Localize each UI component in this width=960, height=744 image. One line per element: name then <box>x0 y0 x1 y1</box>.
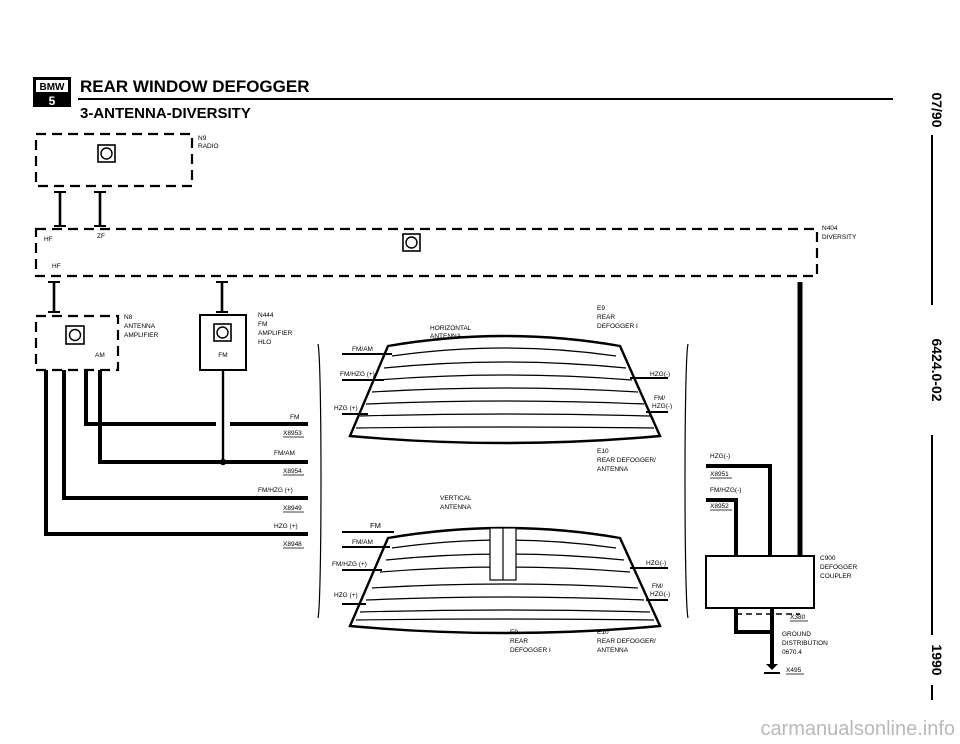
top-fmhzg: FM/HZG (+) <box>340 371 375 378</box>
bmw-logo: BMW 5 <box>33 77 71 108</box>
e9-top-name2: DEFOGGER I <box>597 323 638 330</box>
bottom-fmam: FM/AM <box>352 539 373 546</box>
ground-ref: 0670.4 <box>782 649 802 656</box>
amp-am: AM <box>95 352 105 359</box>
ground-name2: DISTRIBUTION <box>782 640 828 647</box>
diversity-name: DIVERSITY <box>822 234 857 241</box>
rear-window-top: FM/AM FM/HZG (+) HZG (+) HZG(-) FM/ HZG(… <box>334 334 672 445</box>
coupler-code: C900 <box>820 555 836 562</box>
x495-code: X495 <box>786 667 802 674</box>
e9-bottom-code: E9 <box>510 629 518 636</box>
x8952-code: X8952 <box>710 503 729 510</box>
e10-bottom-name2: ANTENNA <box>597 647 629 654</box>
x8949-label: FM/HZG (+) <box>258 487 293 494</box>
bottom-hzgp: HZG (+) <box>334 592 358 599</box>
top-fmhzgm: HZG(-) <box>652 403 672 410</box>
page-subtitle: 3-ANTENNA-DIVERSITY <box>80 105 251 122</box>
diversity-cables <box>48 281 803 556</box>
page-title: REAR WINDOW DEFOGGER <box>80 77 310 96</box>
diversity-n404: HF ZF HF N404 DIVERSITY <box>34 225 857 278</box>
diversity-code: N404 <box>822 225 838 232</box>
e9-bottom-name2: DEFOGGER I <box>510 647 551 654</box>
logo-series: 5 <box>49 94 56 108</box>
amp-code: N8 <box>124 314 133 321</box>
radio-cables <box>54 191 106 227</box>
module-icon <box>216 326 229 339</box>
bracket-right <box>684 343 689 619</box>
ground-section: X380 GROUND DISTRIBUTION 0670.4 X495 <box>734 608 828 675</box>
top-hzgp: HZG (+) <box>334 405 358 412</box>
fmamp-code: N444 <box>258 312 274 319</box>
coupler-name1: DEFOGGER <box>820 564 858 571</box>
x8948-label: HZG (+) <box>274 523 298 530</box>
logo-text: BMW <box>40 82 66 93</box>
module-icon <box>68 328 82 342</box>
x8949-code: X8949 <box>283 505 302 512</box>
fmamp-name3: HLO <box>258 339 271 346</box>
e9-top-name1: REAR <box>597 314 615 321</box>
bottom-fmr: FM/ <box>652 583 663 590</box>
e9-bottom-name1: REAR <box>510 638 528 645</box>
top-fmam: FM/AM <box>352 346 373 353</box>
ground-icon <box>766 664 778 670</box>
coupler-name2: COUPLER <box>820 573 852 580</box>
diversity-hf-top: HF <box>44 236 53 243</box>
horizontal-antenna-2: ANTENNA <box>430 333 462 340</box>
fmamp-name2: AMPLIFIER <box>258 330 293 337</box>
top-fm: FM/ <box>654 395 665 402</box>
radio-n9: N9 RADIO <box>34 132 219 188</box>
bracket-left <box>317 343 322 619</box>
x8954-code: X8954 <box>283 468 302 475</box>
fmamp-name1: FM <box>258 321 267 328</box>
x380-code: X380 <box>790 614 806 621</box>
e10-top-name2: ANTENNA <box>597 466 629 473</box>
fmamp-fm: FM <box>218 352 227 359</box>
e9-top-code: E9 <box>597 305 605 312</box>
ground-name1: GROUND <box>782 631 811 638</box>
bottom-hzgm: HZG(-) <box>646 560 666 567</box>
x8953-code: X8953 <box>283 430 302 437</box>
module-icon <box>405 236 418 249</box>
horizontal-antenna-1: HORIZONTAL <box>430 325 472 332</box>
fm-amplifier-n444: FM N444 FM AMPLIFIER HLO <box>199 312 293 371</box>
defogger-coupler-c900: C900 DEFOGGER COUPLER <box>705 555 858 609</box>
diversity-hf-bottom: HF <box>52 263 61 270</box>
e10-top-name1: REAR DEFOGGER/ <box>597 457 656 464</box>
amp-name1: ANTENNA <box>124 323 156 330</box>
x8953-label: FM <box>290 414 299 421</box>
x8948-code: X8948 <box>283 541 302 548</box>
x8951-code: X8951 <box>710 471 729 478</box>
bottom-fmhzg: FM/HZG (+) <box>332 561 367 568</box>
x8952-label: FM/HZG(-) <box>710 487 741 494</box>
side-doc-number: 6424.0-02 <box>929 338 945 401</box>
x8954-label: FM/AM <box>274 450 295 457</box>
bottom-fmhzgm: HZG(-) <box>650 591 670 598</box>
diversity-zf: ZF <box>97 233 105 240</box>
vertical-antenna-1: VERTICAL <box>440 495 472 502</box>
radio-code: N9 <box>198 135 207 142</box>
connectors-right: HZG(-) X8951 FM/HZG(-) X8952 <box>706 453 772 556</box>
side-date: 07/90 <box>929 92 945 127</box>
module-icon <box>100 147 113 160</box>
bottom-fm: FM <box>370 521 381 530</box>
rear-window-bottom: FM FM/AM FM/HZG (+) HZG (+) HZG(-) FM/ H… <box>332 521 670 635</box>
e10-bottom-code: E10 <box>597 629 609 636</box>
watermark: carmanualsonline.info <box>760 718 955 740</box>
side-year: 1990 <box>929 644 945 675</box>
top-hzgm: HZG(-) <box>650 371 670 378</box>
e10-bottom-name1: REAR DEFOGGER/ <box>597 638 656 645</box>
connectors-left: FM X8953 FM/AM X8954 FM/HZG (+) X8949 HZ… <box>258 414 304 549</box>
amp-name2: AMPLIFIER <box>124 332 159 339</box>
vertical-antenna-2: ANTENNA <box>440 504 472 511</box>
wires-left <box>44 370 308 536</box>
x8951-label: HZG(-) <box>710 453 730 460</box>
antenna-amplifier-n8: AM N8 ANTENNA AMPLIFIER <box>34 314 159 372</box>
radio-name: RADIO <box>198 143 219 150</box>
e10-top-code: E10 <box>597 448 609 455</box>
